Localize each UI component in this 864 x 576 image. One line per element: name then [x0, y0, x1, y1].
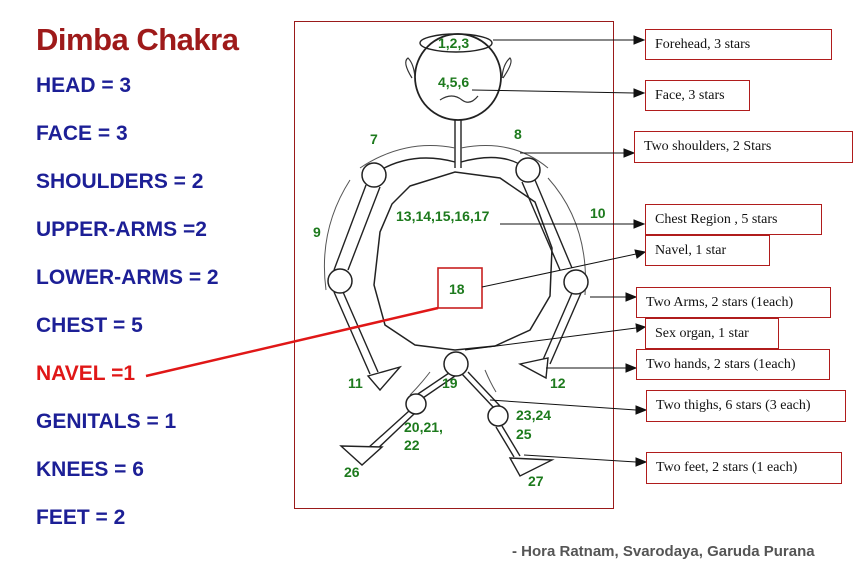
right-foot [508, 457, 555, 477]
arrow-sex-organ [635, 323, 647, 333]
right-thigh-a [461, 373, 495, 409]
arrow-hands [625, 363, 638, 373]
page-title: Dimba Chakra [36, 22, 239, 57]
left-elbow-joint [327, 268, 353, 294]
left-foot [339, 445, 384, 466]
label-left-hand: 11 [348, 375, 363, 391]
label-left-knee-a: 20,21, [404, 419, 443, 435]
arrow-thighs [635, 405, 648, 415]
left-arm-sketch [323, 179, 351, 291]
left-upper-arm-b [347, 186, 381, 271]
arrow-arms [625, 292, 638, 302]
label-right-arm: 10 [590, 205, 606, 221]
figure-frame [294, 21, 614, 509]
callout-forehead: Forehead, 3 stars [645, 29, 832, 60]
left-upper-arm-a [333, 184, 367, 271]
source-citation: - Hora Ratnam, Svarodaya, Garuda Purana [512, 543, 815, 560]
label-right-hand: 12 [550, 375, 566, 391]
callout-navel: Navel, 1 star [645, 235, 770, 266]
list-item-face: FACE = 3 [36, 122, 128, 145]
arrow-feet [635, 457, 648, 467]
list-item-upper-arms: UPPER-ARMS =2 [36, 218, 207, 241]
leader-navel [481, 253, 637, 288]
label-genitals: 19 [442, 375, 458, 391]
label-right-shoulder: 8 [514, 126, 522, 142]
arrow-chest [633, 219, 646, 229]
left-thigh-b [419, 375, 456, 401]
forehead-ellipse [419, 33, 493, 53]
label-right-knee-b: 25 [516, 426, 532, 442]
chest-outline [373, 171, 553, 351]
callout-feet: Two feet, 2 stars (1 each) [646, 452, 842, 484]
leader-thighs [489, 399, 637, 411]
list-item-shoulders: SHOULDERS = 2 [36, 170, 204, 193]
callout-shoulders: Two shoulders, 2 Stars [634, 131, 853, 163]
list-item-knees: KNEES = 6 [36, 458, 144, 481]
left-shoulder-joint [361, 162, 387, 188]
callout-face: Face, 3 stars [645, 80, 750, 111]
pelvis-joint [443, 351, 469, 377]
list-item-genitals: GENITALS = 1 [36, 410, 177, 433]
list-item-feet: FEET = 2 [36, 506, 126, 529]
right-hand [517, 357, 549, 380]
callout-arms: Two Arms, 2 stars (1each) [636, 287, 831, 318]
left-shin-b [373, 413, 415, 453]
navel-highlight-box [437, 267, 483, 309]
arrow-face [633, 88, 646, 98]
upper-sketch-left [359, 145, 456, 169]
label-left-arm: 9 [313, 224, 321, 240]
left-forearm-b [333, 291, 371, 375]
right-forearm-b [549, 292, 582, 365]
arrow-forehead [633, 35, 646, 45]
left-thigh-sketch [409, 371, 431, 396]
callout-thighs: Two thighs, 6 stars (3 each) [646, 390, 846, 422]
label-navel: 18 [449, 281, 465, 297]
list-item-head: HEAD = 3 [36, 74, 132, 97]
label-chest: 13,14,15,16,17 [396, 208, 490, 224]
leader-sex-organ [464, 327, 637, 351]
mouth-sketch [439, 95, 479, 103]
callout-hands: Two hands, 2 stars (1each) [636, 349, 830, 380]
left-ear [405, 57, 416, 79]
right-thigh-b [467, 371, 501, 407]
label-left-shoulder: 7 [370, 131, 378, 147]
right-ear [501, 57, 512, 79]
left-shin-a [367, 410, 410, 449]
label-right-foot: 27 [528, 473, 544, 489]
left-knee-joint [405, 393, 427, 415]
right-knee-joint [487, 405, 509, 427]
label-right-knee-a: 23,24 [516, 407, 551, 423]
leader-feet [523, 454, 637, 463]
right-shin-b [495, 426, 515, 458]
right-upper-arm-b [521, 181, 561, 271]
right-elbow-joint [563, 269, 589, 295]
leader-face [471, 89, 635, 94]
list-item-lower-arms: LOWER-ARMS = 2 [36, 266, 219, 289]
arrow-shoulders [623, 148, 636, 158]
upper-sketch-right [460, 145, 549, 169]
navel-pointer-line [145, 306, 439, 378]
label-forehead: 1,2,3 [438, 35, 469, 51]
list-item-chest: CHEST = 5 [36, 314, 143, 337]
right-shoulder-joint [515, 157, 541, 183]
right-shin-a [501, 425, 521, 457]
arrow-navel [634, 249, 647, 259]
callout-chest: Chest Region , 5 stars [645, 204, 822, 235]
callout-sex-organ: Sex organ, 1 star [645, 318, 779, 349]
left-forearm-a [342, 291, 379, 373]
label-face: 4,5,6 [438, 74, 469, 90]
right-thigh-sketch [484, 369, 497, 393]
label-left-knee-b: 22 [404, 437, 420, 453]
list-item-navel: NAVEL =1 [36, 362, 136, 385]
label-left-foot: 26 [344, 464, 360, 480]
left-hand [366, 365, 403, 392]
right-forearm-a [541, 292, 573, 363]
